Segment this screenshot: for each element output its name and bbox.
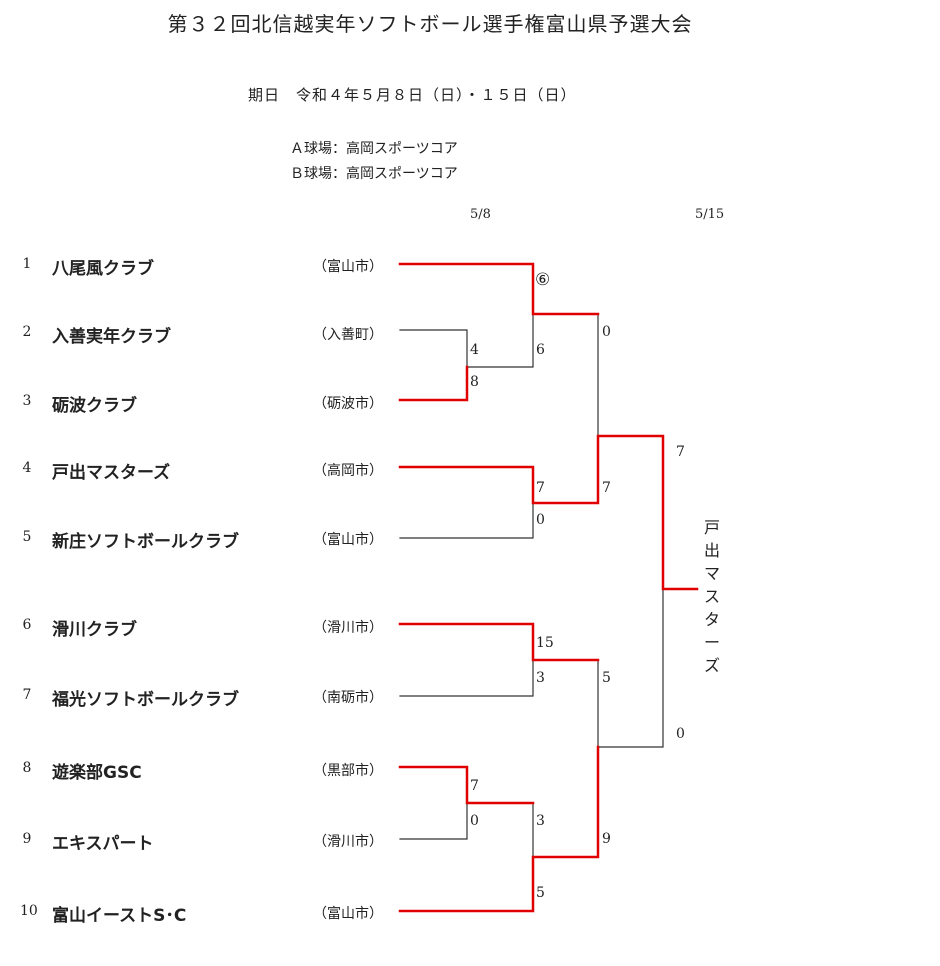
team-number: 2 xyxy=(22,324,32,340)
bracket-path-team5 xyxy=(399,502,534,539)
team-number: 6 xyxy=(22,617,32,633)
score-m67-top: 15 xyxy=(536,635,554,651)
score-m1-bot: 6 xyxy=(536,342,545,358)
team-city: （砺波市） xyxy=(313,396,383,412)
bracket-path-team8 xyxy=(398,765,535,805)
round-label-2: 5/15 xyxy=(695,207,725,222)
team-name: 入善実年クラブ xyxy=(52,327,171,347)
team-city: （滑川市） xyxy=(313,834,383,850)
team-number: 9 xyxy=(22,831,32,847)
team-city: （滑川市） xyxy=(313,620,383,636)
bracket-path-team9 xyxy=(399,802,468,840)
score-semi1-bot: 7 xyxy=(602,480,611,496)
team-name: 戸出マスターズ xyxy=(52,463,171,483)
team-name: 福光ソフトボールクラブ xyxy=(52,690,239,710)
bracket-path-final-loss xyxy=(597,588,664,748)
score-m10-bot: 5 xyxy=(536,885,545,901)
score-semi2-bot: 9 xyxy=(602,831,611,847)
venue-a: Ａ球場：高岡スポーツコア xyxy=(290,141,458,157)
bracket-path-team7 xyxy=(399,659,534,697)
champion-label: 戸出マスターズ xyxy=(703,518,720,675)
team-city: （高岡市） xyxy=(313,463,383,479)
bracket-path-team4 xyxy=(398,434,699,591)
round-label-1: 5/8 xyxy=(470,207,491,222)
team-city: （富山市） xyxy=(313,906,383,922)
score-m45-bot: 0 xyxy=(536,512,545,528)
team-city: （入善町） xyxy=(313,327,383,343)
score-m89-top: 7 xyxy=(470,778,479,794)
score-m10-top: 3 xyxy=(536,813,545,829)
team-number: 1 xyxy=(22,256,32,272)
score-m1-top: ⑥ xyxy=(535,270,551,290)
team-name: エキスパート xyxy=(52,834,154,854)
score-semi1-top: 0 xyxy=(602,324,611,340)
team-number: 3 xyxy=(22,393,32,409)
team-city: （南砺市） xyxy=(313,690,383,706)
team-name: 八尾風クラブ xyxy=(52,259,154,279)
page-title: 第３２回北信越実年ソフトボール選手権富山県予選大会 xyxy=(167,12,693,36)
team-name: 砺波クラブ xyxy=(52,396,137,416)
venue-b: Ｂ球場：高岡スポーツコア xyxy=(290,166,458,182)
bracket-path-team2 xyxy=(399,329,468,368)
team-name: 富山イーストS･C xyxy=(52,906,187,926)
team-city: （黒部市） xyxy=(313,763,383,779)
bracket-path-team10 xyxy=(398,745,600,913)
score-final-bot: 0 xyxy=(676,726,685,742)
team-name: 遊楽部GSC xyxy=(52,763,142,783)
score-final-top: 7 xyxy=(676,444,685,460)
bracket-path-team3 xyxy=(398,365,469,402)
team-number: 8 xyxy=(22,760,32,776)
team-number: 5 xyxy=(22,529,32,545)
team-number: 4 xyxy=(22,460,32,476)
date-line: 期日 令和４年５月８日（日）・１５日（日） xyxy=(248,86,577,104)
score-m45-top: 7 xyxy=(536,480,545,496)
bracket-path-team1 xyxy=(398,262,600,316)
team-city: （富山市） xyxy=(313,259,383,275)
score-semi2-top: 5 xyxy=(602,670,611,686)
team-name: 滑川クラブ xyxy=(52,620,137,640)
team-number: 7 xyxy=(22,687,32,703)
team-city: （富山市） xyxy=(313,532,383,548)
score-m23-bot: 8 xyxy=(470,374,479,390)
score-m23-top: 4 xyxy=(470,342,479,358)
team-name: 新庄ソフトボールクラブ xyxy=(52,532,239,552)
score-m89-bot: 0 xyxy=(470,813,479,829)
bracket-path-m23-loss xyxy=(466,313,534,368)
team-number: 10 xyxy=(20,903,38,919)
score-m67-bot: 3 xyxy=(536,670,545,686)
bracket-path-team6 xyxy=(398,622,600,662)
